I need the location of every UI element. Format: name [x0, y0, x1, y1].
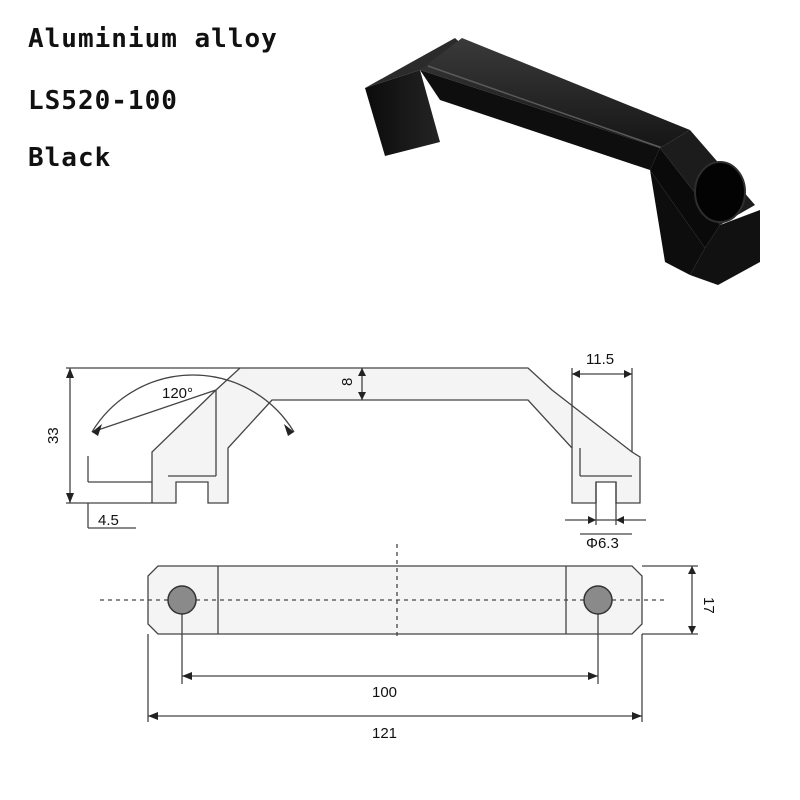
right-hole-icon — [583, 585, 613, 615]
hole-spacing-dimension: 100 — [372, 684, 397, 701]
depth-dimension: 4.5 — [98, 512, 119, 529]
material-label: Aluminium alloy — [28, 24, 278, 54]
color-label: Black — [28, 143, 112, 173]
mounting-hole-icon — [694, 161, 746, 223]
hole-diameter-dimension: Φ6.3 — [586, 535, 619, 552]
left-hole-icon — [167, 585, 197, 615]
handle-body — [365, 38, 760, 285]
height-dimension: 33 — [45, 427, 62, 444]
foot-width-dimension: 11.5 — [586, 351, 614, 368]
angle-dimension: 120° — [162, 385, 193, 402]
width-dimension: 17 — [700, 597, 717, 614]
thickness-dimension: 8 — [339, 378, 356, 386]
overall-length-dimension: 121 — [372, 725, 397, 742]
angle-arc — [91, 374, 295, 433]
side-view-outline — [151, 367, 641, 504]
model-label: LS520-100 — [28, 86, 178, 116]
